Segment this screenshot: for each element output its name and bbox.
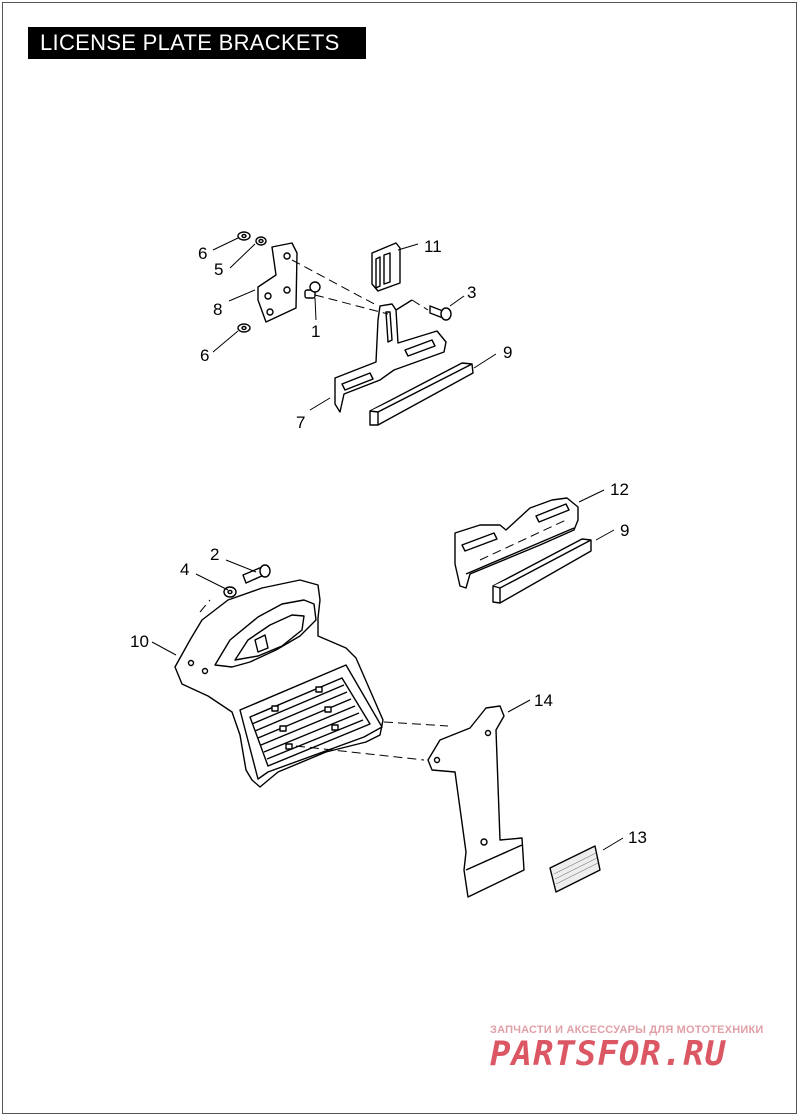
part-11-clip (371, 242, 401, 292)
watermark-logo: PARTSFOR.RU (490, 1034, 727, 1074)
callout-8: 8 (213, 300, 222, 319)
callout-3: 3 (467, 283, 476, 302)
callout-11: 11 (424, 237, 442, 256)
part-3-bolt (429, 305, 452, 321)
callout-9-lower: 9 (620, 521, 629, 540)
part-1-screw (304, 281, 321, 299)
callout-9-upper: 9 (503, 343, 512, 362)
reflector-texture (553, 852, 599, 885)
part-8-bracket (257, 242, 298, 323)
callouts: 6 5 8 1 6 7 11 3 9 12 9 2 4 10 14 13 (130, 237, 647, 847)
part-7-bracket (334, 299, 447, 413)
part-5-washer (255, 236, 267, 246)
callout-7: 7 (296, 413, 305, 432)
part-10-housing (174, 579, 384, 788)
part-6-nut-top (237, 231, 251, 241)
callout-2: 2 (210, 545, 219, 564)
callout-12: 12 (610, 480, 629, 499)
callout-14: 14 (534, 691, 553, 710)
part-14-support-plate (427, 705, 525, 898)
callout-1: 1 (311, 322, 320, 341)
callout-4: 4 (180, 560, 189, 579)
callout-5: 5 (214, 260, 223, 279)
callout-6-top: 6 (198, 244, 207, 263)
part-9-pad-lower (492, 538, 592, 604)
page-title: LICENSE PLATE BRACKETS (28, 27, 366, 59)
leader-lines (151, 237, 624, 851)
part-9-pad-upper (369, 362, 474, 426)
callout-6-bottom: 6 (200, 346, 209, 365)
alignment-lines (199, 259, 567, 761)
callout-10: 10 (130, 632, 149, 651)
part-2-screw (242, 564, 271, 584)
part-12-bracket (454, 497, 579, 589)
part-6-nut-bottom (237, 323, 251, 333)
watermark-tagline: ЗАПЧАСТИ И АКСЕССУАРЫ ДЛЯ МОТОТЕХНИКИ (490, 1024, 764, 1036)
callout-13: 13 (628, 828, 647, 847)
